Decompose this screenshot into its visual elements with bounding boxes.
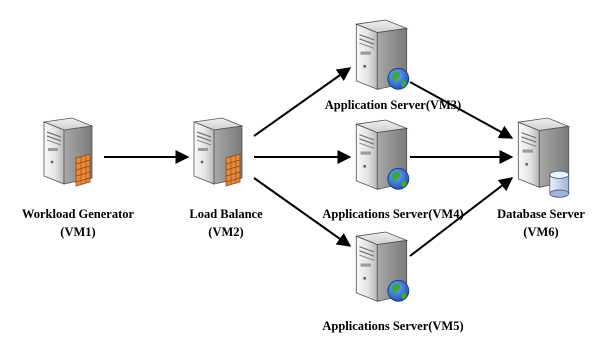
arrow-vm2-to-vm3 — [253, 67, 352, 137]
label-vm1-vm: (VM1) — [60, 225, 95, 239]
label-vm1-name: Workload Generator — [22, 207, 135, 221]
server-globe-icon — [355, 19, 410, 90]
label-vm4-name: Applications Server(VM4) — [322, 207, 463, 221]
server-database-icon — [517, 117, 570, 198]
label-vm2-vm: (VM2) — [208, 225, 243, 239]
label-vm5-name: Applications Server(VM5) — [322, 319, 463, 333]
database-icon — [549, 170, 570, 198]
label-vm6-vm: (VM6) — [523, 225, 558, 239]
server-globe-icon — [355, 119, 410, 190]
globe-icon — [387, 279, 410, 302]
server-globe-icon — [355, 231, 410, 302]
firewall-icon — [225, 153, 241, 187]
node-vm6: Database Server (VM6) — [497, 117, 585, 239]
node-vm4: Applications Server(VM4) — [322, 119, 464, 221]
server-firewall-icon — [193, 117, 243, 187]
label-vm6-name: Database Server — [497, 207, 585, 221]
node-vm1: Workload Generator (VM1) — [22, 117, 135, 239]
node-vm5: Applications Server(VM5) — [322, 231, 464, 333]
label-vm2-name: Load Balance — [189, 207, 263, 221]
server-nodes: Workload Generator (VM1) Load Balance (VM2)… — [22, 19, 585, 333]
globe-icon — [387, 67, 410, 90]
connection-arrows — [104, 67, 514, 257]
node-vm3: Application Server(VM3) — [325, 19, 461, 112]
globe-icon — [387, 167, 410, 190]
label-vm3-name: Application Server(VM3) — [325, 98, 461, 112]
arrow-vm5-to-vm6 — [409, 177, 514, 257]
arrow-vm2-to-vm5 — [253, 177, 352, 247]
arrow-vm3-to-vm6 — [409, 81, 514, 139]
firewall-icon — [75, 153, 91, 187]
node-vm2: Load Balance (VM2) — [189, 117, 263, 239]
server-firewall-icon — [43, 117, 93, 187]
